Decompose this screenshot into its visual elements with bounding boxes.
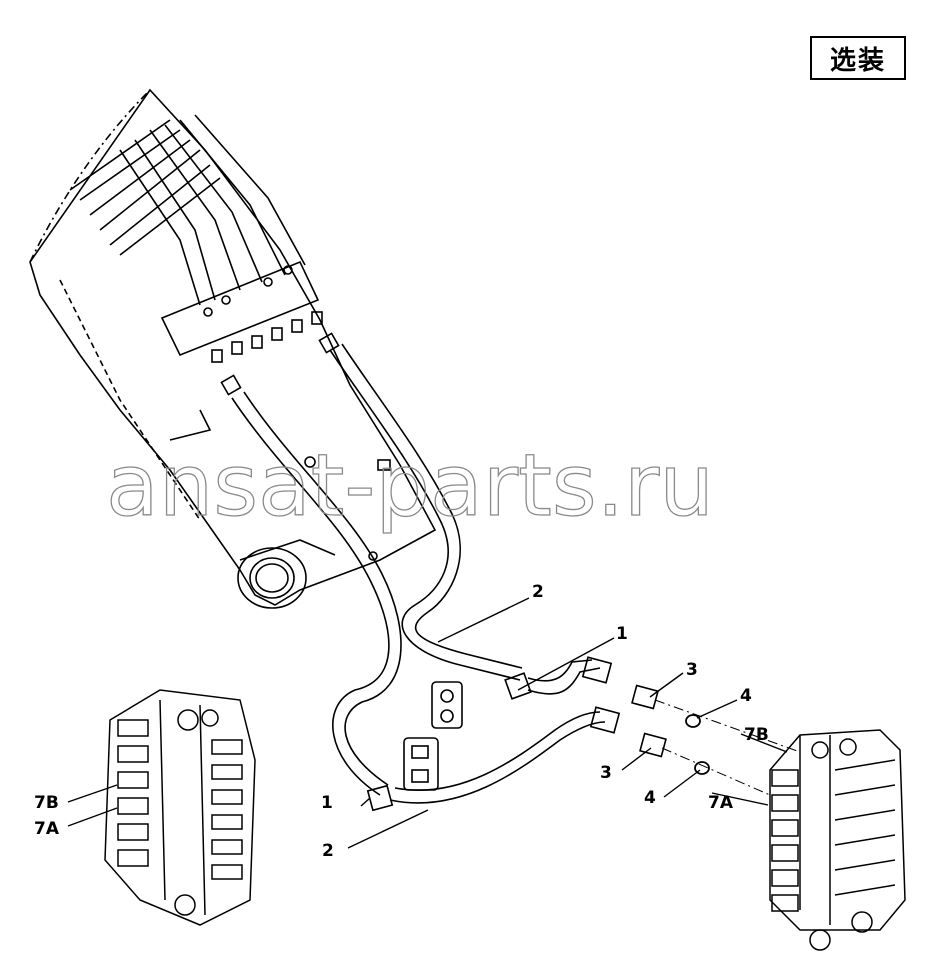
leader-lines (67, 597, 788, 849)
callout-3-lower: 3 (600, 763, 612, 783)
watermark-text: ansat-parts.ru (106, 436, 714, 536)
callout-3-upper: 3 (686, 660, 698, 680)
optional-badge: 选装 (810, 36, 906, 80)
hose-to-lower-fitting (389, 711, 606, 804)
hose-left (220, 374, 402, 796)
o-ring-lower (694, 761, 710, 775)
clamp-upper (431, 672, 532, 729)
clamp-lower (366, 737, 439, 812)
callout-1-lower: 1 (321, 793, 333, 813)
callout-labels: 2 1 3 4 7B 3 4 7A 1 2 7B 7A (34, 582, 769, 861)
callout-7a-right: 7A (708, 793, 734, 813)
fitting-upper (581, 656, 659, 710)
callout-2-lower: 2 (322, 841, 334, 861)
callout-1-upper: 1 (616, 624, 628, 644)
control-valve-right (769, 729, 906, 951)
callout-7a-left: 7A (34, 819, 60, 839)
callout-4-lower: 4 (644, 788, 656, 808)
callout-2-upper: 2 (532, 582, 544, 602)
boom-arm (29, 88, 437, 609)
fitting-lower (589, 706, 667, 758)
centerlines (654, 699, 801, 796)
hose-right (318, 332, 523, 681)
callout-7b-left: 7B (34, 793, 59, 813)
callout-7b-right: 7B (744, 725, 769, 745)
callout-4-upper: 4 (740, 686, 752, 706)
o-ring-upper (685, 714, 701, 728)
control-valve-left (104, 689, 256, 926)
